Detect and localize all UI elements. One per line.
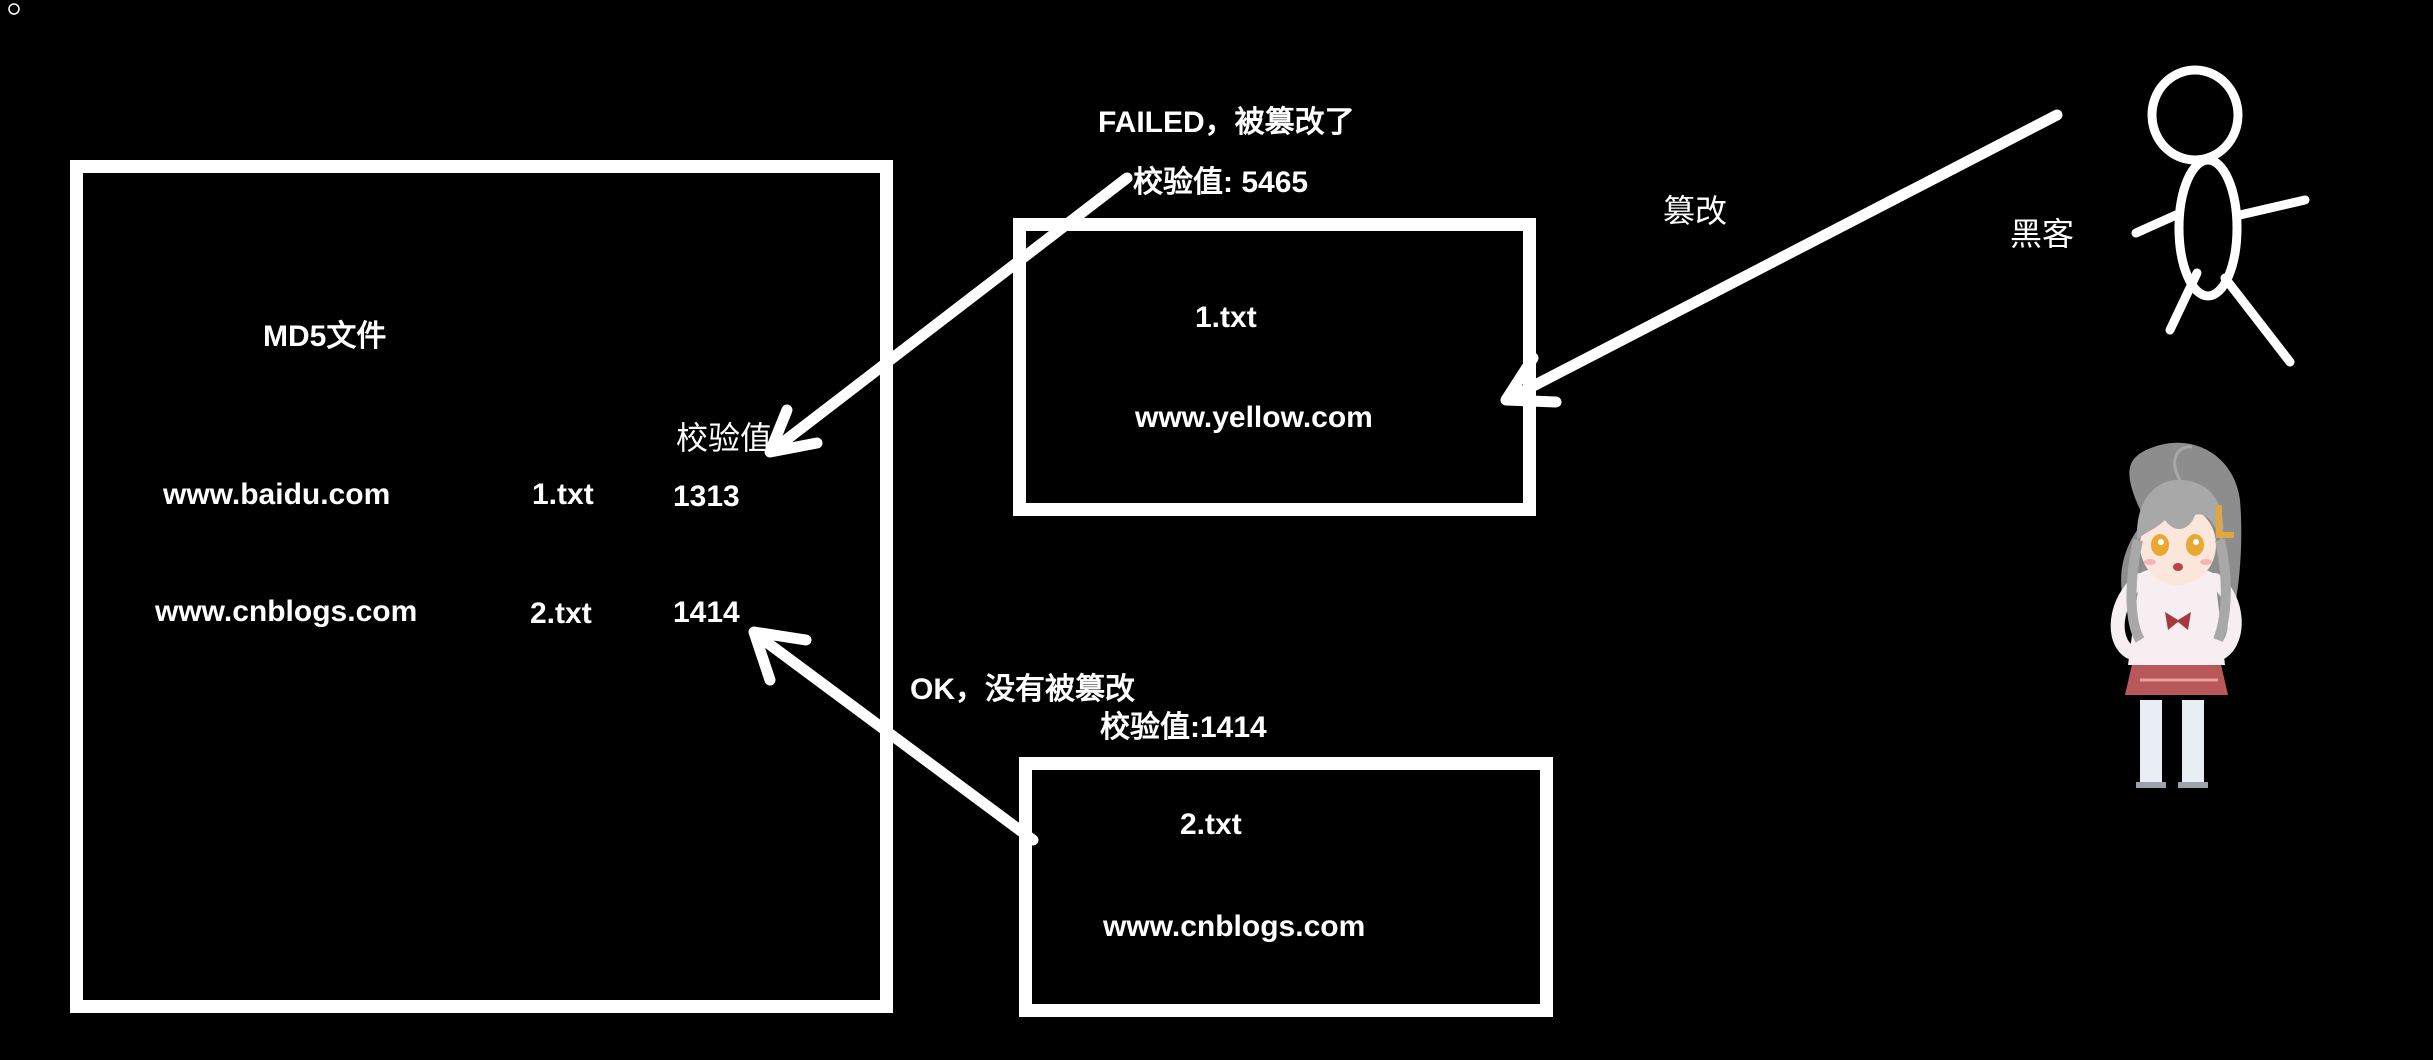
ok-file-name: 2.txt bbox=[1180, 808, 1242, 841]
tampered-file-name: 1.txt bbox=[1195, 301, 1257, 334]
md5-file-title: MD5文件 bbox=[263, 320, 387, 353]
ok-check-arrow bbox=[748, 626, 1039, 846]
tamper-arrow bbox=[1500, 109, 2063, 408]
row-2-file: 2.txt bbox=[530, 597, 592, 630]
checksum-column-header: 校验值 bbox=[676, 419, 773, 457]
hacker-label: 黑客 bbox=[2010, 215, 2075, 253]
row-1-url: www.baidu.com bbox=[163, 478, 391, 511]
anime-character-icon bbox=[2110, 442, 2242, 788]
tampered-file-content: www.yellow.com bbox=[1135, 401, 1373, 434]
failed-check-arrow bbox=[764, 172, 1133, 458]
tampered-checksum-label: 校验值: 5465 bbox=[1133, 166, 1309, 199]
ok-file-box bbox=[1019, 757, 1553, 1017]
failed-result-label: FAILED，被篡改了 bbox=[1098, 106, 1355, 139]
md5-file-box bbox=[70, 160, 893, 1013]
tamper-action-label: 篡改 bbox=[1663, 192, 1728, 230]
row-1-checksum: 1313 bbox=[673, 480, 740, 513]
stick-figure-icon bbox=[2131, 65, 2310, 367]
cursor-circle-icon bbox=[8, 3, 20, 15]
ok-checksum-label: 校验值:1414 bbox=[1100, 711, 1267, 744]
ok-result-label: OK，没有被篡改 bbox=[910, 673, 1135, 706]
row-2-url: www.cnblogs.com bbox=[155, 595, 418, 628]
row-2-checksum: 1414 bbox=[673, 596, 740, 629]
row-1-file: 1.txt bbox=[532, 478, 594, 511]
tampered-file-box bbox=[1013, 218, 1536, 516]
ok-file-content: www.cnblogs.com bbox=[1103, 910, 1366, 943]
